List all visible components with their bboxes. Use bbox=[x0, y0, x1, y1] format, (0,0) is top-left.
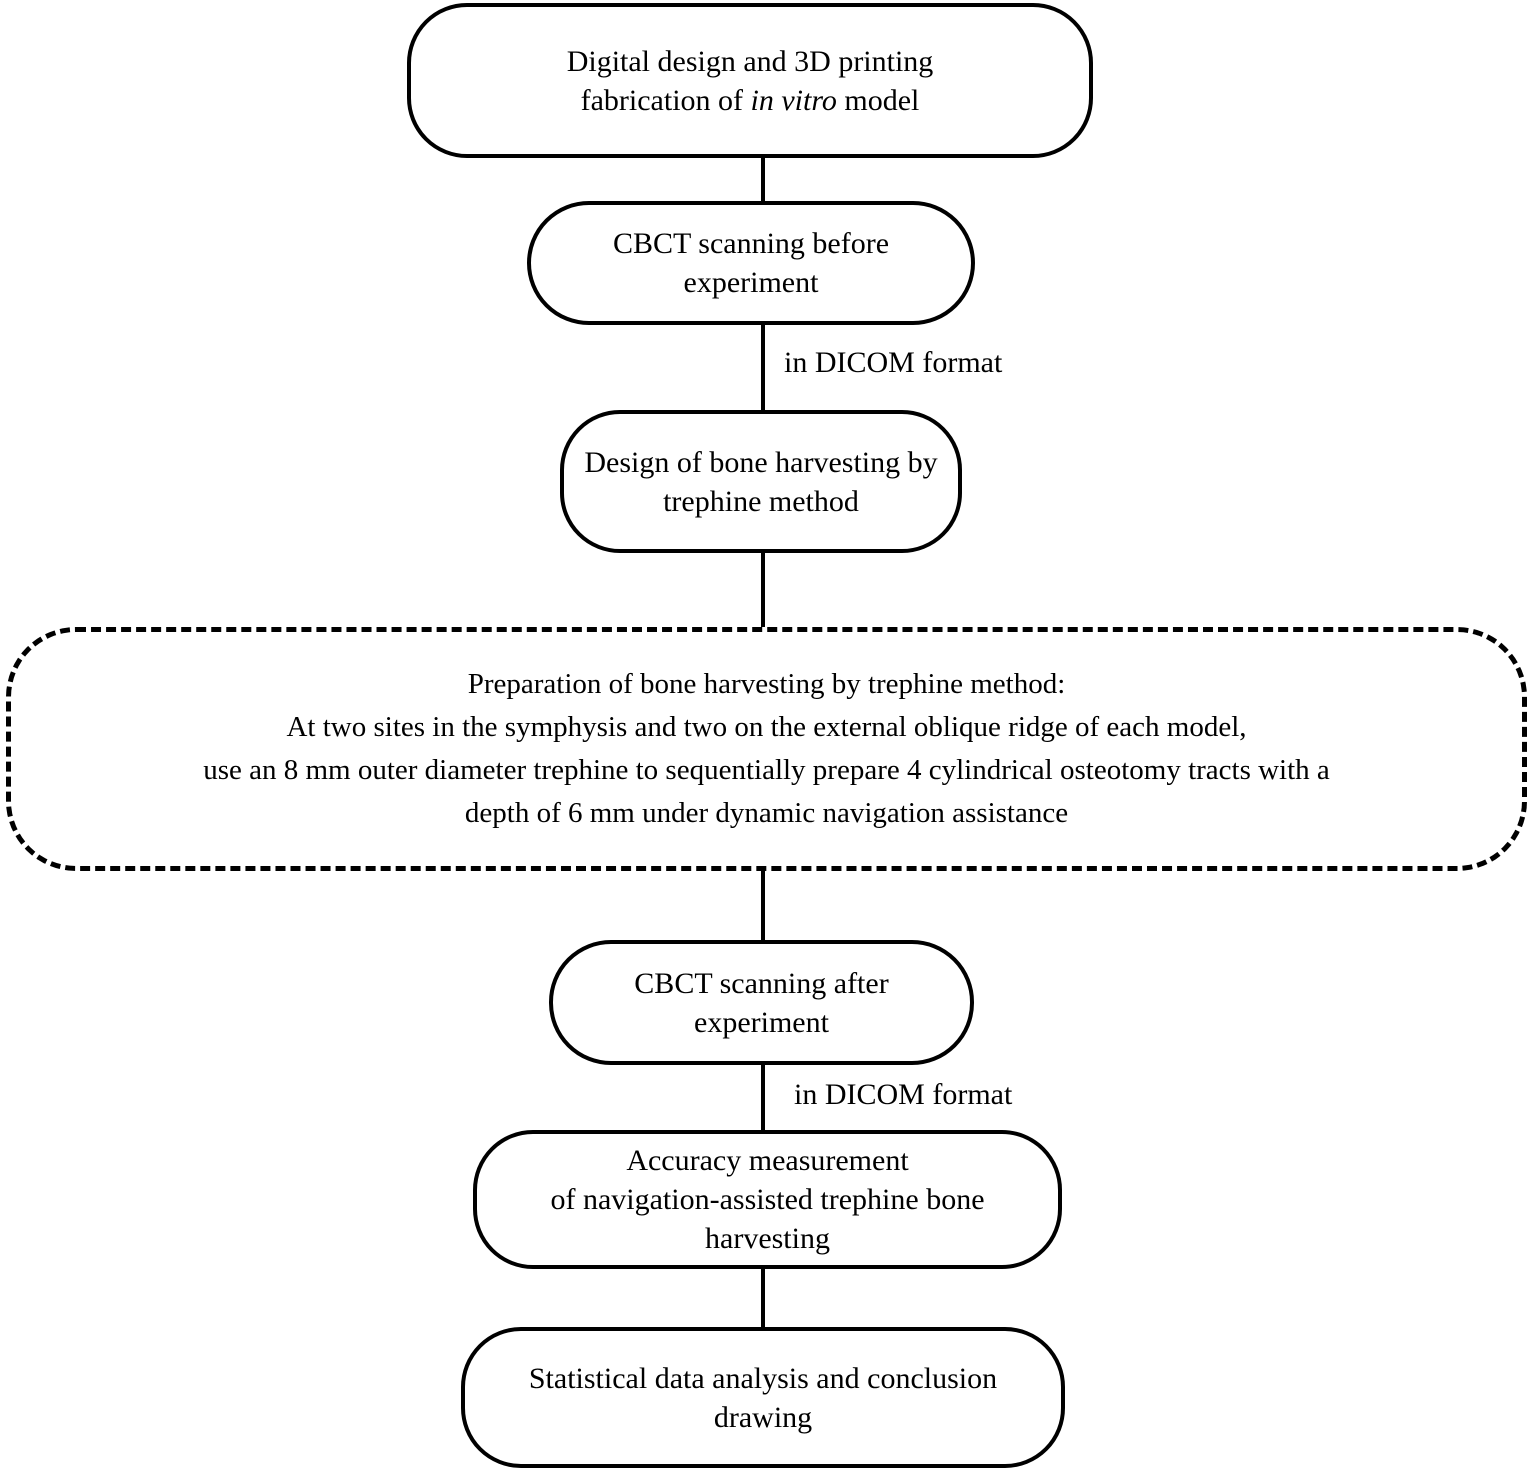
node-cbct-scanning-after: CBCT scanning after experiment bbox=[549, 940, 974, 1065]
node-statistical-data-analysis: Statistical data analysis and conclusion… bbox=[461, 1327, 1065, 1468]
connector-node1-node2 bbox=[761, 156, 765, 203]
node-5-text: CBCT scanning after experiment bbox=[634, 966, 889, 1039]
node-cbct-scanning-before: CBCT scanning before experiment bbox=[527, 201, 975, 325]
node-design-of-bone-harvesting: Design of bone harvesting by trephine me… bbox=[560, 410, 962, 553]
connector-node6-node7 bbox=[761, 1267, 765, 1329]
connector-node5-node6 bbox=[761, 1063, 765, 1133]
node-accuracy-measurement: Accuracy measurement of navigation-assis… bbox=[473, 1130, 1062, 1269]
node-6-text: Accuracy measurement of navigation-assis… bbox=[550, 1144, 985, 1255]
edge-label-dicom-format-top: in DICOM format bbox=[780, 348, 1007, 378]
node-4-text: Preparation of bone harvesting by trephi… bbox=[203, 668, 1330, 829]
node-7-text: Statistical data analysis and conclusion… bbox=[528, 1361, 998, 1434]
node-2-text: CBCT scanning before experiment bbox=[612, 227, 890, 299]
connector-node4-node5 bbox=[761, 867, 765, 942]
connector-node2-node3 bbox=[761, 323, 765, 412]
node-preparation-of-bone-harvesting: Preparation of bone harvesting by trephi… bbox=[6, 627, 1527, 871]
connector-node3-node4 bbox=[761, 551, 765, 631]
node-3-text: Design of bone harvesting by trephine me… bbox=[584, 445, 938, 518]
edge-label-dicom-format-bottom: in DICOM format bbox=[790, 1080, 1017, 1110]
